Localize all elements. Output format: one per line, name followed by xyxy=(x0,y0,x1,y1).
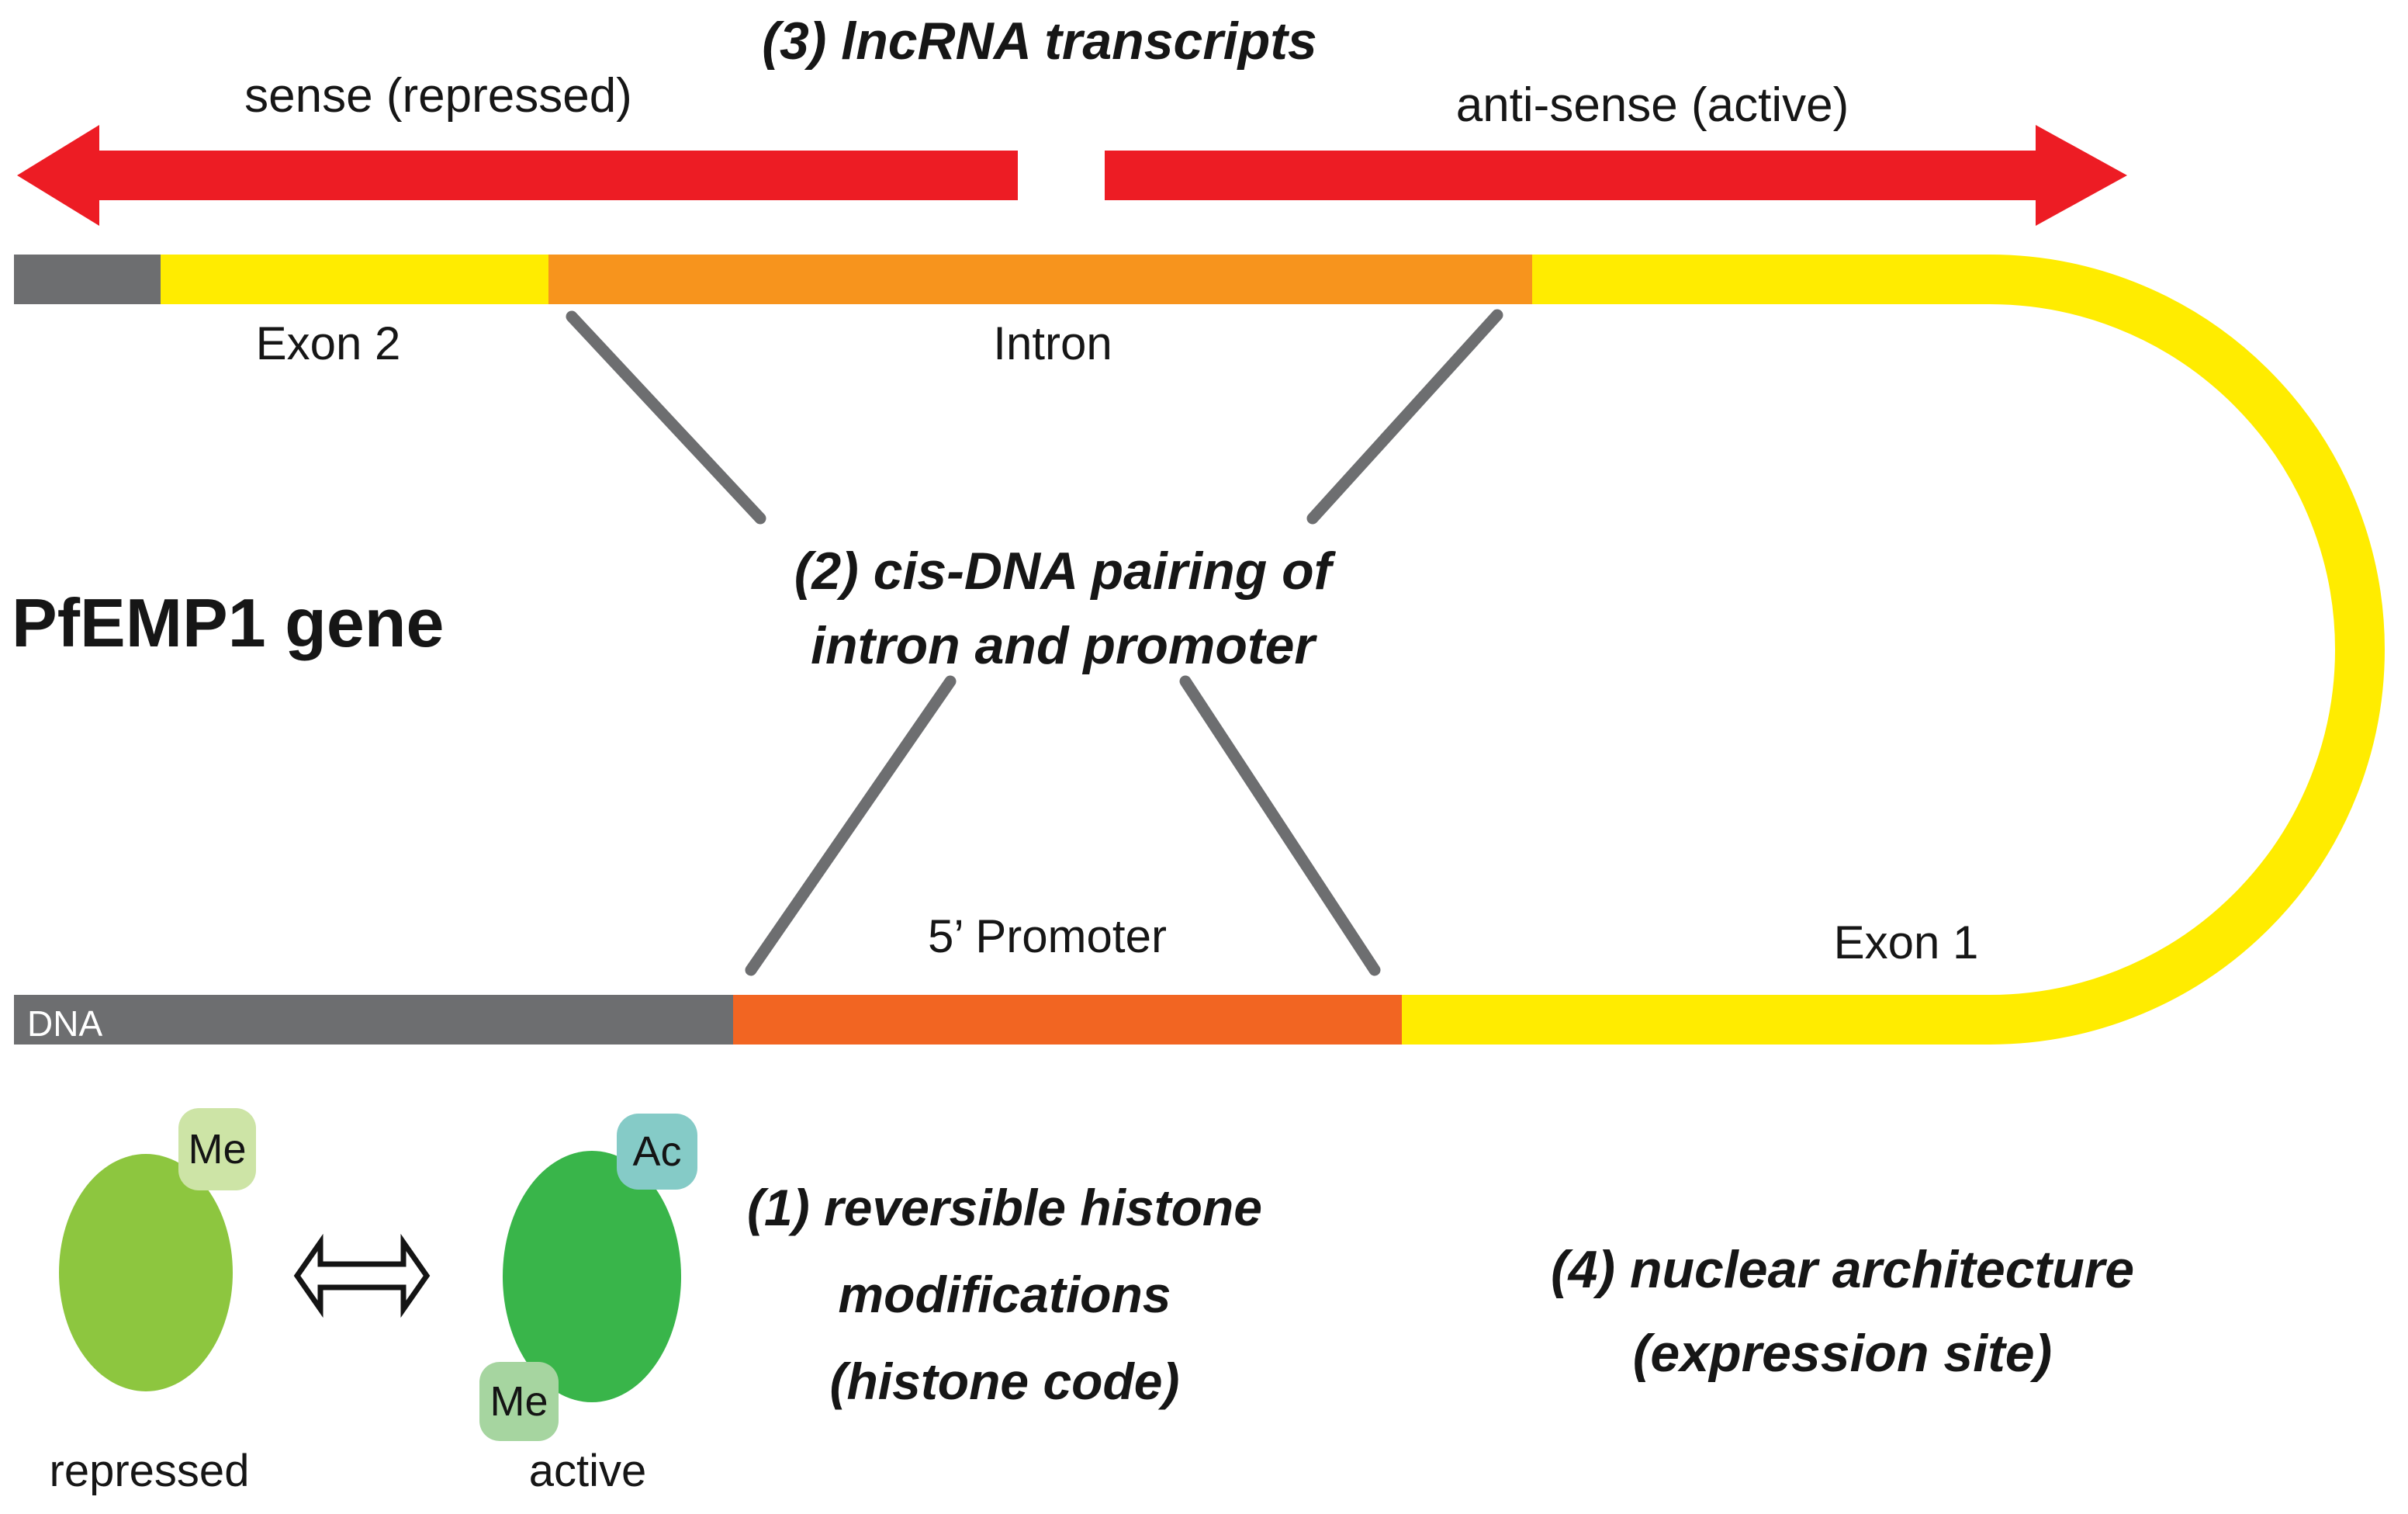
bottom-strand-promoter-segment xyxy=(733,995,1402,1045)
dna-tag: DNA xyxy=(27,1003,103,1044)
repressed-state-label: repressed xyxy=(49,1446,250,1496)
histone-annotation: (1) reversible histone modifications (hi… xyxy=(617,1164,1393,1425)
histone-line1: (1) reversible histone xyxy=(747,1179,1262,1236)
equilibrium-double-arrow-icon xyxy=(293,1233,431,1318)
methyl-badge-active: Me xyxy=(479,1362,559,1441)
acetyl-badge-active: Ac xyxy=(617,1114,697,1190)
pairing-line-upper-left xyxy=(566,310,766,525)
pairing-line-lower-right xyxy=(1179,675,1381,976)
repressed-histone-oval xyxy=(59,1154,233,1391)
histone-line3: (histone code) xyxy=(829,1353,1180,1410)
exon2-label: Exon 2 xyxy=(255,317,401,369)
active-histone-oval xyxy=(503,1151,681,1402)
nuclear-architecture-annotation: (4) nuclear architecture (expression sit… xyxy=(1455,1228,2230,1395)
cis-pairing-line2: intron and promoter xyxy=(811,616,1315,675)
sense-repressed-label: sense (repressed) xyxy=(244,69,632,123)
lncrna-transcripts-title: (3) lncRNA transcripts xyxy=(762,12,1317,71)
antisense-active-label: anti-sense (active) xyxy=(1455,78,1849,132)
sense-transcript-arrow xyxy=(17,125,1018,226)
nuclear-line1: (4) nuclear architecture xyxy=(1550,1240,2135,1299)
exon1-loop-curve xyxy=(1862,255,2385,1045)
antisense-transcript-arrow xyxy=(1105,125,2127,226)
pairing-line-lower-left xyxy=(745,675,957,976)
top-strand-exon1-segment xyxy=(1532,255,1990,304)
top-strand-upstream-segment xyxy=(14,255,161,304)
cis-pairing-annotation: (2) cis-DNA pairing of intron and promot… xyxy=(675,534,1451,683)
bottom-strand-exon1-segment xyxy=(1402,995,1990,1045)
top-strand-intron-segment xyxy=(548,255,1532,304)
cis-pairing-line1: (2) cis-DNA pairing of xyxy=(794,542,1332,601)
intron-label: Intron xyxy=(993,317,1112,369)
active-state-label: active xyxy=(528,1446,647,1496)
promoter-label: 5’ Promoter xyxy=(928,910,1167,962)
methyl-badge-repressed: Me xyxy=(178,1108,256,1190)
bottom-strand-dna-segment xyxy=(14,995,733,1045)
top-strand-exon2-segment xyxy=(161,255,548,304)
nuclear-line2: (expression site) xyxy=(1632,1324,2053,1383)
gene-name-label: PfEMP1 gene xyxy=(12,584,445,661)
histone-line2: modifications xyxy=(838,1266,1171,1323)
exon1-label: Exon 1 xyxy=(1833,916,1979,968)
pairing-line-upper-right xyxy=(1306,309,1503,525)
